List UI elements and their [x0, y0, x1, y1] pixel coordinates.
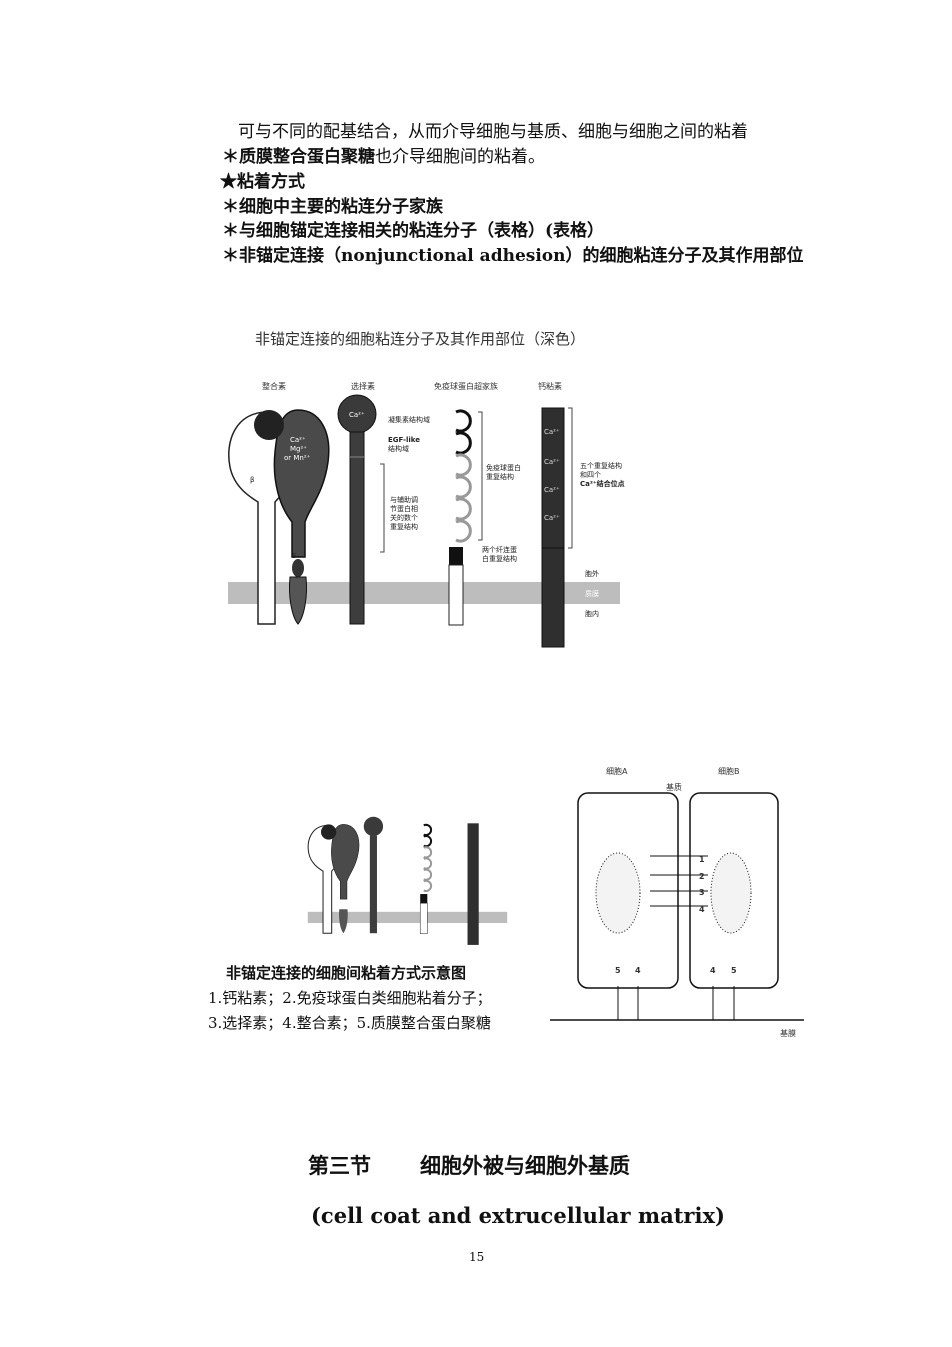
page-number: 15 — [469, 1250, 485, 1264]
fig3-cell-a-label: 细胞A — [606, 766, 628, 776]
fig3-anchors — [617, 986, 735, 1020]
figure1-caption: 非锚定连接的细胞粘连分子及其作用部位（深色） — [255, 330, 586, 348]
section-number: 第三节 — [308, 1153, 371, 1178]
ig-domains — [455, 409, 472, 543]
fig3-bottom-a-5: 5 — [615, 966, 621, 975]
fig3-basement-label: 基膜 — [780, 1028, 796, 1038]
figure2-title: 非锚定连接的细胞间粘着方式示意图 — [226, 964, 467, 982]
ig-label-4: 白重复结构 — [482, 554, 517, 563]
bullet-3: ＊非锚定连接（nonjunctional adhesion）的细胞粘连分子及其作… — [222, 246, 804, 266]
figure3-diagram: 细胞A 细胞B 基质 1 2 3 4 5 4 4 5 基膜 — [550, 766, 804, 1038]
selectin-bracket — [380, 463, 385, 553]
fig1-header-selectin: 选择素 — [351, 381, 375, 391]
fig1-header-cadherin: 钙粘素 — [538, 381, 562, 391]
bullet-1: ＊细胞中主要的粘连分子家族 — [222, 197, 443, 217]
fig3-num-2: 2 — [699, 872, 705, 881]
integrin-head — [254, 410, 284, 440]
ig-stalk — [448, 564, 464, 626]
figure2-legend-2: 3.选择素；4.整合素；5.质膜整合蛋白聚糖 — [208, 1014, 491, 1032]
cadherin-ca-2: Ca²⁺ — [544, 458, 560, 466]
fig3-junctions — [650, 855, 708, 907]
membrane-label-out: 胞外 — [585, 569, 599, 578]
integrin-ion-ca: Ca²⁺ — [290, 436, 306, 444]
fig3-num-3: 3 — [699, 888, 705, 897]
fig3-cell-b-label: 细胞B — [718, 766, 740, 776]
cadherin-ca-4: Ca²⁺ — [544, 514, 560, 522]
figure2-diagram — [307, 816, 508, 945]
selectin-ca-label: Ca²⁺ — [349, 411, 365, 419]
intro-line-2-rest: 也介导细胞间的粘着。 — [375, 147, 545, 167]
integrin-alpha-subunit — [273, 409, 330, 558]
integrin-ion-mn: or Mn²⁺ — [284, 454, 311, 462]
integrin-beta-label: β — [250, 476, 254, 484]
fig3-bottom-b-4: 4 — [710, 966, 716, 975]
cadherin-ca-1: Ca²⁺ — [544, 428, 560, 436]
intro-line-2: ＊质膜整合蛋白聚糖也介导细胞间的粘着。 — [222, 142, 545, 167]
figure1-diagram: 整合素 选择素 免疫球蛋白超家族 钙粘素 β Ca²⁺ Mg²⁺ or Mn²⁺… — [228, 381, 625, 648]
section-title-en: (cell coat and extrucellular matrix) — [311, 1203, 725, 1228]
fig3-nucleus-a — [595, 852, 641, 934]
intro-line-1: 可与不同的配基结合，从而介导细胞与基质、细胞与细胞之间的粘着 — [238, 122, 748, 142]
cadherin-label-1: 五个重复结构 — [580, 461, 622, 470]
cadherin-bracket — [568, 407, 573, 549]
membrane-label-mid: 质膜 — [585, 589, 599, 598]
fig3-num-4: 4 — [699, 905, 705, 914]
ig-label-1: 免疫球蛋白 — [486, 463, 521, 472]
cadherin-label-3: Ca²⁺结合位点 — [580, 479, 625, 488]
fig1-membrane — [228, 582, 620, 604]
fig1-header-ig: 免疫球蛋白超家族 — [434, 381, 498, 391]
integrin-tail — [289, 576, 307, 625]
selectin-label-lectin: 凝集素结构域 — [388, 415, 430, 424]
fig3-nucleus-b — [710, 852, 752, 934]
figure2-legend-1: 1.钙粘素；2.免疫球蛋白类细胞粘着分子； — [208, 989, 492, 1007]
fig3-matrix-label: 基质 — [666, 782, 682, 792]
selectin-label-repeat-1: 与辅助调 — [390, 495, 418, 504]
cadherin-stalk — [541, 547, 565, 648]
intro-line-2-bold: ＊质膜整合蛋白聚糖 — [222, 147, 375, 167]
ig-label-2: 重复结构 — [486, 472, 514, 481]
selectin-label-egf: EGF-like — [388, 436, 420, 444]
integrin-s-label: S — [292, 552, 297, 560]
selectin-label-repeat-2: 节蛋白相 — [390, 504, 418, 513]
selectin-label-repeat-3: 关的数个 — [390, 513, 418, 522]
selectin-stalk — [349, 431, 365, 625]
selectin-label-domain: 结构域 — [388, 444, 409, 453]
fig3-bottom-a-4: 4 — [635, 966, 641, 975]
fig1-header-integrin: 整合素 — [262, 381, 286, 391]
ig-label-3: 两个纤连蛋 — [482, 545, 517, 554]
fig3-bottom-b-5: 5 — [731, 966, 737, 975]
adhesion-heading: ★粘着方式 — [220, 172, 305, 192]
cadherin-label-2: 和四个 — [580, 470, 601, 479]
ig-fibronectin-repeat — [449, 547, 463, 565]
integrin-link — [292, 559, 304, 577]
section-title: 细胞外被与细胞外基质 — [420, 1153, 630, 1178]
cadherin-ca-3: Ca²⁺ — [544, 486, 560, 494]
integrin-ion-mg: Mg²⁺ — [290, 445, 307, 453]
fig3-num-1: 1 — [699, 855, 705, 864]
ig-bracket — [478, 411, 483, 541]
membrane-label-in: 胞内 — [585, 609, 599, 618]
selectin-label-repeat-4: 重复结构 — [390, 522, 418, 531]
bullet-2: ＊与细胞锚定连接相关的粘连分子（表格）(表格） — [222, 221, 605, 241]
